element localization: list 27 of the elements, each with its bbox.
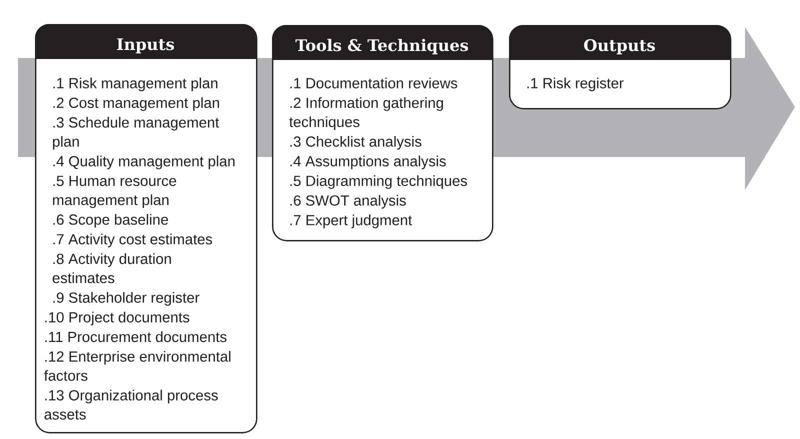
list-item: .4 Assumptions analysis xyxy=(290,156,446,170)
list-item: .3 Schedule management plan xyxy=(53,116,220,150)
list-panel xyxy=(35,24,258,434)
list-item: .6 Scope baseline xyxy=(53,214,168,228)
list-item: .7 Expert judgment xyxy=(290,214,412,228)
panel-heading: Outputs xyxy=(509,25,730,60)
list-item: .2 Cost management plan xyxy=(53,97,219,111)
list-panel xyxy=(272,25,494,242)
list-item: .10 Project documents xyxy=(45,312,190,326)
list-item: .9 Stakeholder register xyxy=(53,292,200,306)
list-item: .7 Activity cost estimates xyxy=(53,234,212,248)
panel-heading: Inputs xyxy=(35,24,256,59)
list-item: .8 Activity duration estimates xyxy=(52,253,171,284)
list-item: .13 Organizational process assets xyxy=(44,390,218,420)
list-item: .1 Risk register xyxy=(527,78,624,92)
list-item: .2 Information gathering techniques xyxy=(289,97,443,130)
list-item: .4 Quality management plan xyxy=(53,156,234,170)
list-panel xyxy=(509,25,732,110)
list-item: .12 Enterprise environmental factors xyxy=(44,350,230,381)
panel-heading: Tools & Techniques xyxy=(272,25,492,60)
list-item: .6 SWOT analysis xyxy=(290,194,406,209)
list-item: .1 Risk management plan xyxy=(53,78,218,92)
list-item: .5 Diagramming techniques xyxy=(290,175,467,189)
list-item: .5 Human resource management plan xyxy=(53,176,176,208)
list-item: .3 Checklist analysis xyxy=(290,136,422,150)
list-item: .11 Procurement documents xyxy=(45,331,226,342)
list-item: .1 Documentation reviews xyxy=(290,78,458,88)
